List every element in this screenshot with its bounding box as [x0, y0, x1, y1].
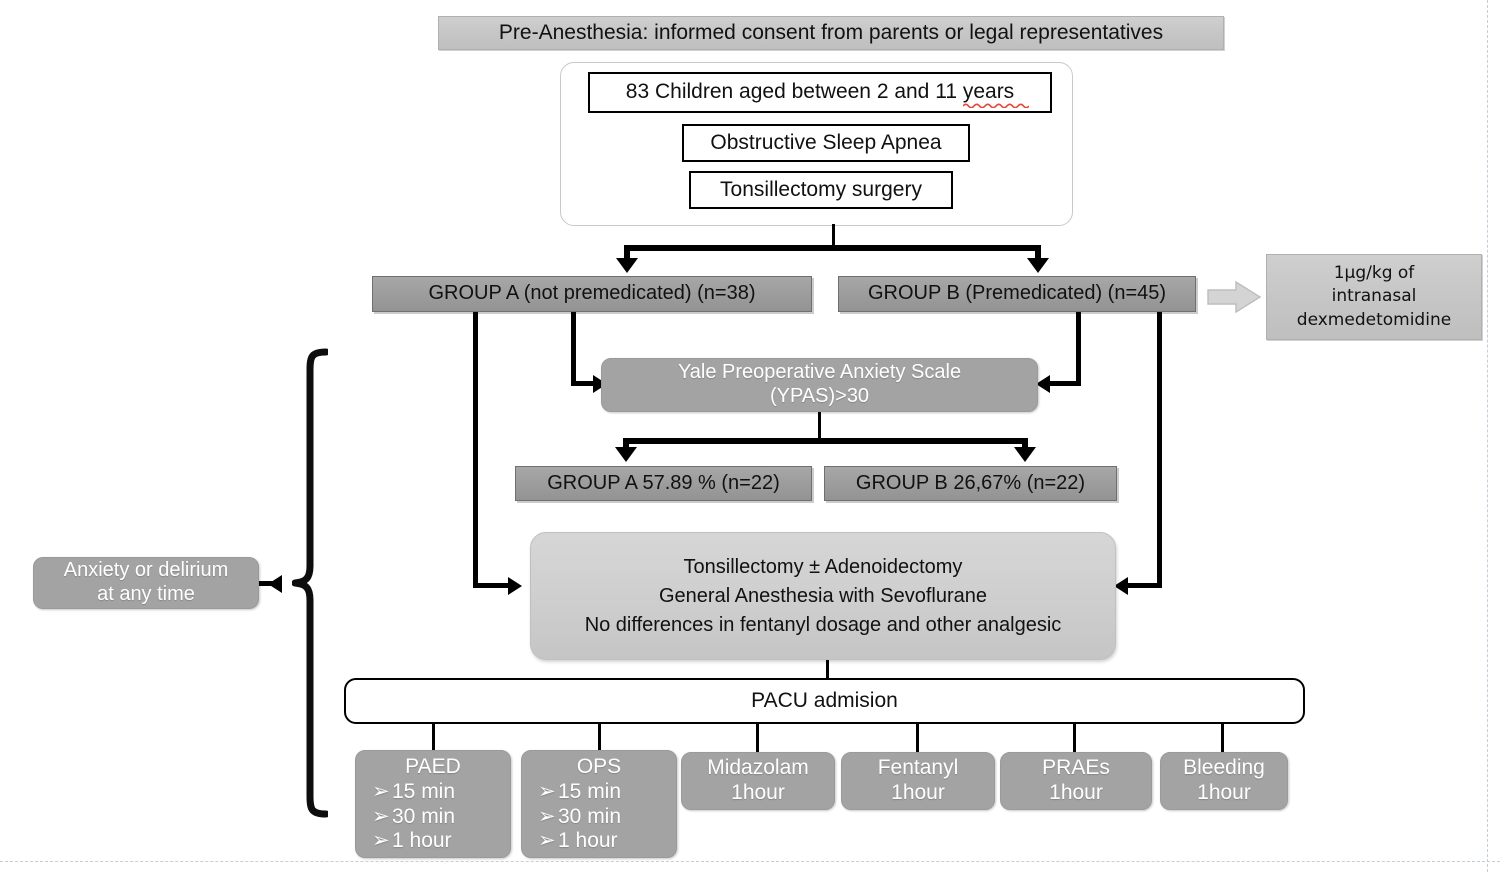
bullet-arrow-icon: ➢	[372, 779, 390, 803]
connector-split-right-drop	[1035, 245, 1041, 262]
connector-split-bar	[624, 245, 1041, 251]
connector-pacu-to-paed	[432, 724, 435, 752]
bullet-arrow-icon: ➢	[372, 829, 390, 853]
outcome-item-ops-0: ➢15 min	[522, 780, 676, 805]
result-group-b-box: GROUP B 26,67% (n=22)	[824, 466, 1117, 501]
outcome-item-label: 1 hour	[392, 829, 452, 853]
left-curly-brace-icon	[292, 348, 328, 818]
connector-population-stem	[832, 224, 835, 247]
arrowhead-surgery-right	[1114, 577, 1128, 595]
outcome-box-fentanyl: Fentanyl 1hour	[841, 752, 995, 810]
block-arrow-right-icon	[1207, 280, 1262, 314]
outcome-item-label: 15 min	[392, 779, 456, 803]
outcome-item-label: 30 min	[392, 804, 456, 828]
outcome-item-paed-1: ➢30 min	[356, 805, 510, 830]
side-note-box: Anxiety or delirium at any time	[33, 557, 259, 609]
connector-pacu-to-midazolam	[756, 724, 759, 752]
connector-pacu-to-praes	[1073, 724, 1076, 752]
bullet-arrow-icon: ➢	[538, 804, 556, 828]
intervention-note-box: 1µg/kg of intranasal dexmedetomidine	[1266, 254, 1482, 340]
connector-group-b-to-surgery-horizontal	[1124, 583, 1162, 588]
connector-ypas-right-drop	[1022, 438, 1028, 450]
arrowhead-ypas-right	[1036, 375, 1050, 393]
connector-ypas-left-drop	[623, 438, 629, 450]
bullet-arrow-icon: ➢	[538, 829, 556, 853]
header-banner: Pre-Anesthesia: informed consent from pa…	[438, 16, 1224, 50]
population-line-surgery: Tonsillectomy surgery	[689, 171, 953, 209]
outcome-title-praes: PRAEs	[1042, 756, 1110, 780]
outcome-timing-praes: 1hour	[1049, 781, 1103, 804]
outcome-box-praes: PRAEs 1hour	[1000, 752, 1152, 810]
ypas-box: Yale Preoperative Anxiety Scale (YPAS)>3…	[601, 358, 1038, 412]
outcome-title-paed: PAED	[405, 755, 461, 778]
connector-brace-to-side-note	[258, 581, 278, 586]
outcome-title-midazolam: Midazolam	[707, 756, 809, 780]
arrowhead-result-b	[1014, 447, 1036, 462]
arrowhead-to-group-a	[616, 258, 638, 273]
connector-ypas-split-bar	[623, 438, 1028, 444]
group-a-box: GROUP A (not premedicated) (n=38)	[372, 276, 812, 312]
outcome-title-bleeding: Bleeding	[1183, 756, 1265, 780]
outcome-timing-bleeding: 1hour	[1197, 781, 1251, 804]
outcome-box-bleeding: Bleeding 1hour	[1160, 752, 1288, 810]
connector-group-b-to-ypas-vertical	[1076, 312, 1081, 386]
connector-group-a-to-surgery-vertical	[473, 312, 478, 588]
outcome-timing-fentanyl: 1hour	[891, 781, 945, 804]
spellcheck-squiggle-icon	[963, 103, 1029, 108]
connector-group-a-to-surgery-horizontal	[473, 583, 515, 588]
connector-group-a-to-ypas-corner	[571, 352, 576, 384]
group-b-box: GROUP B (Premedicated) (n=45)	[838, 276, 1196, 312]
result-group-a-box: GROUP A 57.89 % (n=22)	[515, 466, 812, 501]
outcome-title-ops: OPS	[576, 755, 622, 778]
connector-surgery-to-pacu	[826, 660, 829, 683]
connector-group-b-to-ypas-horizontal	[1048, 381, 1081, 386]
outcome-item-label: 15 min	[558, 779, 622, 803]
population-line-osa: Obstructive Sleep Apnea	[682, 124, 970, 162]
surgery-block: Tonsillectomy ± Adenoidectomy General An…	[530, 532, 1116, 660]
outcome-item-paed-2: ➢1 hour	[356, 829, 510, 854]
outcome-box-midazolam: Midazolam 1hour	[681, 752, 835, 810]
bullet-arrow-icon: ➢	[372, 804, 390, 828]
connector-group-b-to-surgery-vertical	[1157, 312, 1162, 588]
outcome-box-paed: PAED ➢15 min ➢30 min ➢1 hour	[355, 750, 511, 858]
population-line-children: 83 Children aged between 2 and 11 years	[588, 72, 1052, 113]
outcome-item-label: 30 min	[558, 804, 622, 828]
bullet-arrow-icon: ➢	[538, 779, 556, 803]
page-margin-guide-bottom	[0, 861, 1500, 862]
outcome-item-label: 1 hour	[558, 829, 618, 853]
outcome-item-ops-1: ➢30 min	[522, 805, 676, 830]
outcome-title-fentanyl: Fentanyl	[877, 756, 959, 780]
connector-split-left-drop	[624, 245, 630, 262]
connector-pacu-to-ops	[598, 724, 601, 752]
outcome-timing-midazolam: 1hour	[731, 781, 785, 804]
outcome-item-ops-2: ➢1 hour	[522, 829, 676, 854]
connector-group-a-to-ypas-vertical	[571, 312, 576, 355]
connector-pacu-to-bleeding	[1221, 724, 1224, 752]
outcome-box-ops: OPS ➢15 min ➢30 min ➢1 hour	[521, 750, 677, 858]
connector-ypas-stem	[818, 412, 821, 441]
page-margin-guide-right	[1487, 0, 1488, 872]
pacu-box: PACU admision	[344, 678, 1305, 724]
connector-pacu-to-fentanyl	[916, 724, 919, 752]
arrowhead-result-a	[615, 447, 637, 462]
arrowhead-to-group-b	[1027, 258, 1049, 273]
outcome-item-paed-0: ➢15 min	[356, 780, 510, 805]
arrowhead-surgery-left	[508, 577, 522, 595]
connector-group-a-to-ypas-horizontal	[571, 381, 605, 386]
